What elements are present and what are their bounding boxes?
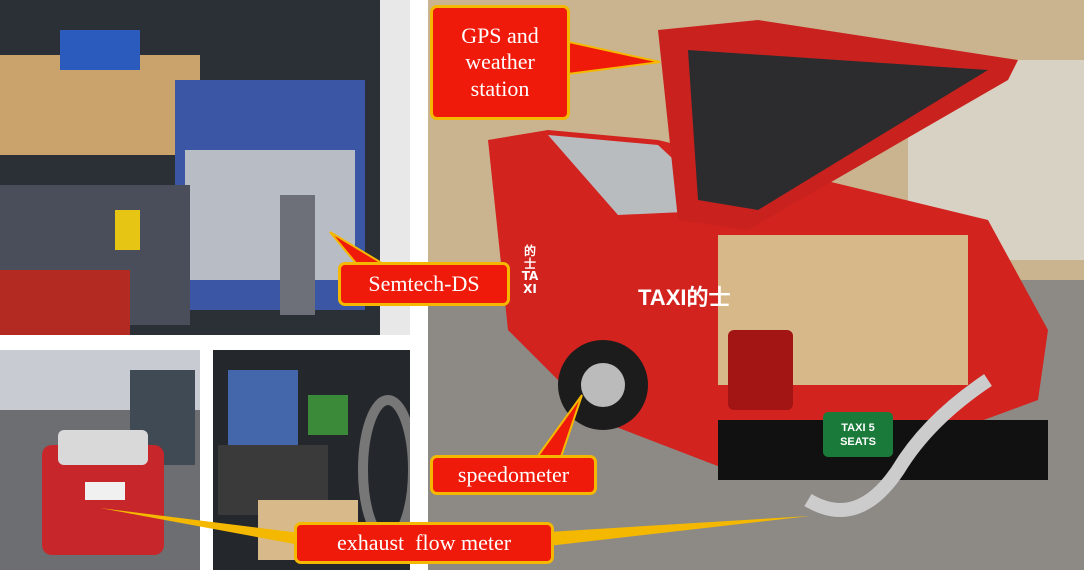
photo-taxi-road — [0, 350, 200, 570]
speedometer-label: speedometer — [430, 455, 597, 495]
speedometer-pointer — [533, 394, 583, 461]
photo-semtech-equipment — [0, 0, 410, 335]
exhaust-pointer-right — [548, 516, 810, 546]
taxi-door-text: TAXI的士 — [638, 285, 730, 310]
gps-pointer — [559, 38, 661, 77]
semtech-photo-drawing — [0, 0, 410, 335]
taxi-side-text: 的士 TAXI — [521, 244, 539, 296]
exhaust-flow-meter-label: exhaust flow meter — [294, 522, 554, 564]
gps-weather-station-label: GPS and weather station — [430, 5, 570, 120]
semtech-ds-label: Semtech-DS — [338, 262, 510, 306]
exhaust-pointer-left — [100, 508, 300, 545]
taxi-plate-text: TAXI 5 SEATS — [840, 421, 878, 448]
road-photo-drawing — [0, 350, 200, 570]
